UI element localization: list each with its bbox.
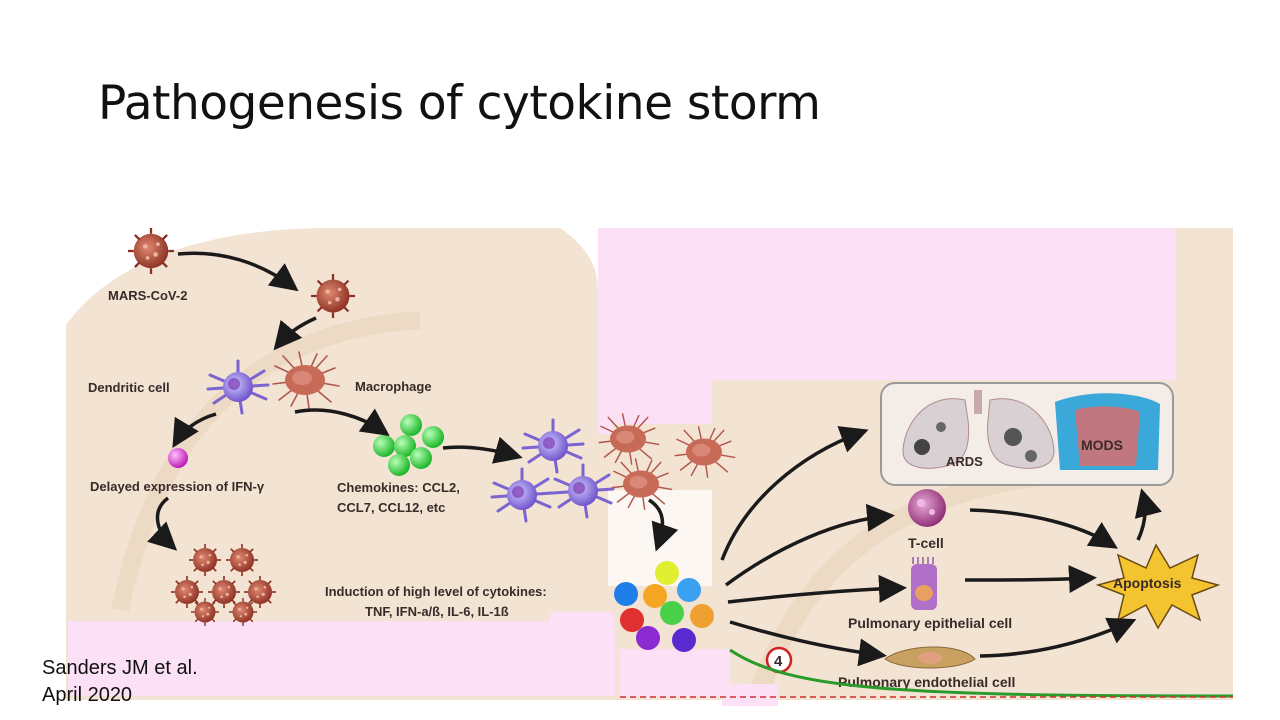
epithelial-label: Pulmonary epithelial cell <box>848 615 1012 631</box>
torso-icon <box>1055 393 1160 470</box>
citation-date: April 2020 <box>42 684 133 706</box>
step-number: 4 <box>774 653 783 670</box>
endothelial-label: Pulmonary endothelial cell <box>838 674 1015 690</box>
cytokines-label-line2: TNF, IFN-a/ß, IL-6, IL-1ß <box>365 604 509 619</box>
ifn-label: Delayed expression of IFN-γ <box>90 479 265 494</box>
ards-label: ARDS <box>946 454 983 469</box>
citation-authors: Sanders JM et al. <box>42 657 198 679</box>
ifn-gamma-sphere <box>168 448 188 468</box>
cytokines-label-line1: Induction of high level of cytokines: <box>325 584 547 599</box>
t-cell <box>908 489 946 527</box>
organ-outcome-box: ARDS MODS <box>880 382 1174 486</box>
apoptosis-label: Apoptosis <box>1113 575 1182 591</box>
chemokines-label-line2: CCL7, CCL12, etc <box>337 500 445 515</box>
vessel-lines <box>620 648 1234 698</box>
epithelial-cell <box>911 557 937 610</box>
macrophage-label: Macrophage <box>355 379 432 394</box>
slide-title: Pathogenesis of cytokine storm <box>98 76 821 131</box>
dendritic-label: Dendritic cell <box>88 380 170 395</box>
apoptosis-burst <box>1095 543 1221 630</box>
pink-mask-regions <box>68 228 1176 706</box>
chemokines-label-line1: Chemokines: CCL2, <box>337 480 460 495</box>
mods-label: MODS <box>1081 437 1123 453</box>
pathway-arrows <box>147 251 1162 667</box>
citation: Sanders JM et al. April 2020 <box>42 655 198 709</box>
cytokine-spheres <box>614 561 714 652</box>
chemokine-cluster <box>373 414 444 476</box>
virus-label: MARS-CoV-2 <box>108 288 187 303</box>
lungs-icon <box>902 390 1055 469</box>
t-cell-label: T-cell <box>908 535 944 551</box>
endothelial-cell <box>884 646 976 669</box>
virus-particle-entering <box>309 272 357 320</box>
